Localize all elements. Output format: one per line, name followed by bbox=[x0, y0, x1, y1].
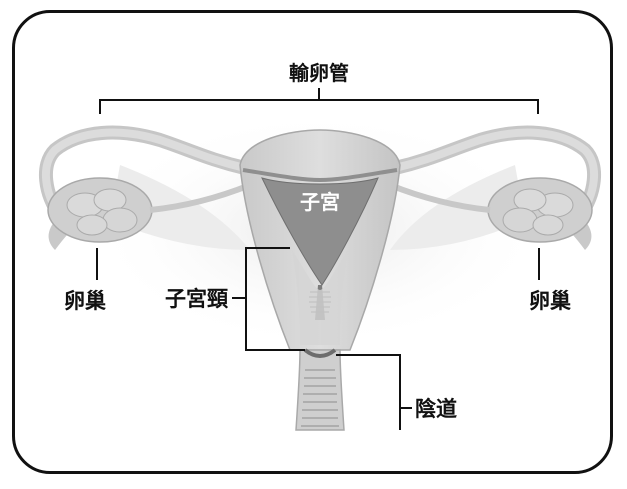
label-cervix: 子宮頸 bbox=[165, 287, 229, 311]
uterine-cavity bbox=[261, 177, 379, 286]
uterus bbox=[239, 129, 401, 351]
left-ovary bbox=[47, 177, 252, 243]
vagina bbox=[295, 348, 345, 431]
label-vagina: 陰道 bbox=[415, 397, 457, 421]
label-uterus: 子宮 bbox=[300, 190, 340, 214]
vagina-bracket bbox=[336, 354, 401, 430]
label-fallopian-tube: 輸卵管 bbox=[289, 61, 349, 85]
label-ovary-left: 卵巢 bbox=[64, 289, 106, 313]
leader-lines bbox=[96, 88, 540, 430]
label-ovary-right: 卵巢 bbox=[529, 289, 571, 313]
right-ovary bbox=[388, 177, 593, 243]
